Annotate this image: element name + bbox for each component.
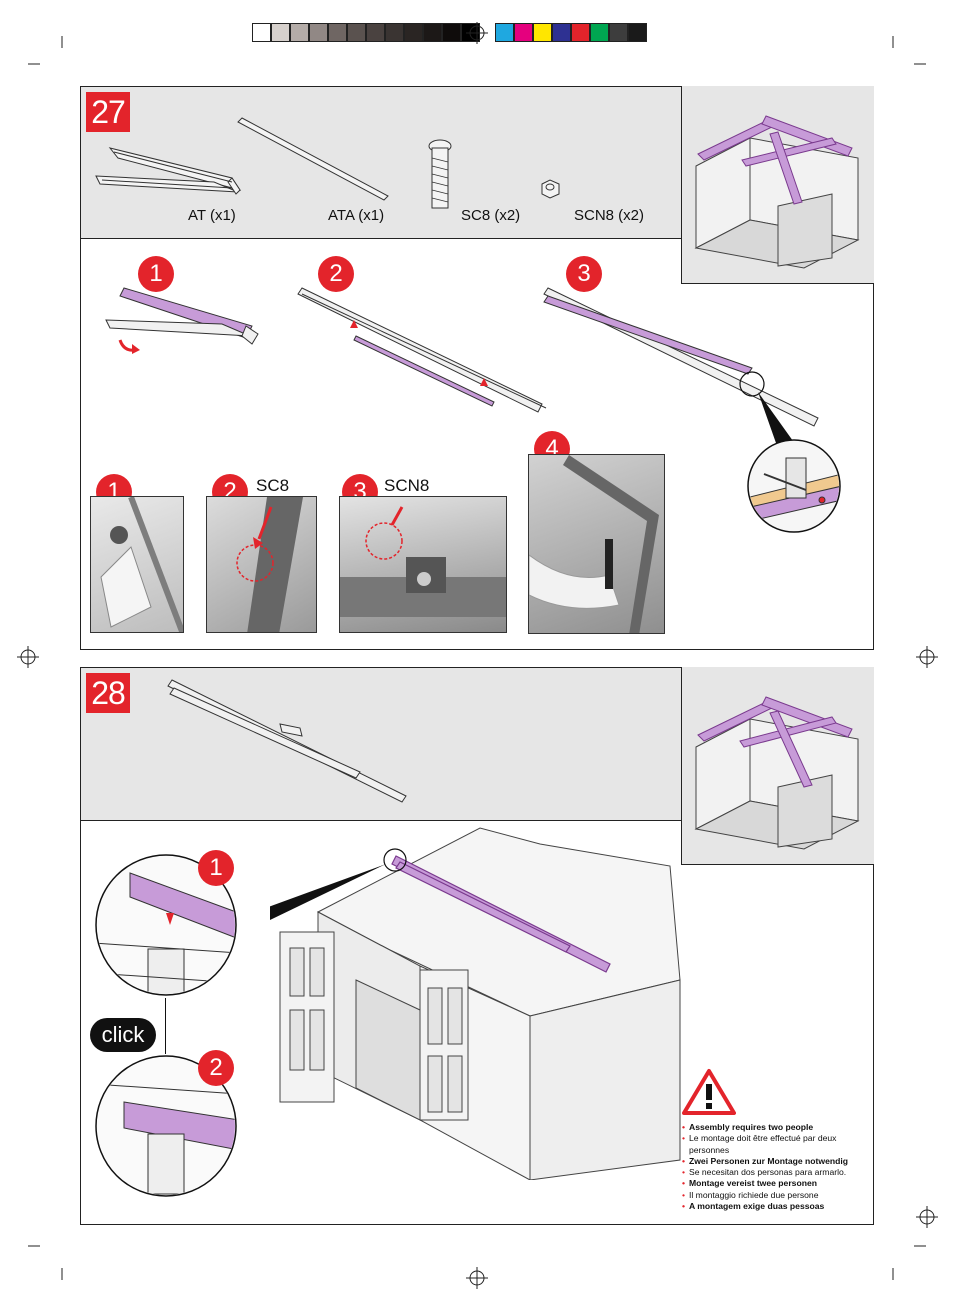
part-label: AT (x1)	[188, 207, 236, 224]
step-number: 27	[86, 92, 130, 132]
color-swatch	[385, 23, 404, 42]
up-arrow-icon	[480, 378, 488, 386]
color-swatch	[271, 23, 290, 42]
warning-item: Zwei Personen zur Montage notwendig	[682, 1156, 872, 1168]
up-arrow-icon	[350, 320, 358, 328]
color-swatch	[442, 23, 461, 42]
registration-mark-icon	[17, 22, 938, 1289]
shed-illustration	[270, 827, 681, 1180]
color-swatch	[571, 23, 590, 42]
photo-3	[339, 496, 507, 633]
zoom-detail	[747, 439, 841, 533]
color-swatch	[309, 23, 328, 42]
photo-caption: SC8	[256, 476, 290, 495]
warning-triangle-icon	[682, 1069, 736, 1115]
detail-step-number: 2	[198, 1050, 234, 1086]
parts-illustration	[95, 117, 560, 209]
photo-4	[528, 454, 665, 634]
color-swatch	[533, 23, 552, 42]
color-swatch	[628, 23, 647, 42]
photo-caption: SCN8	[384, 476, 430, 495]
part-label: SC8 (x2)	[461, 207, 521, 224]
substep-number: 1	[138, 256, 174, 292]
detail-circle-1	[95, 854, 237, 996]
substep-number: 2	[318, 256, 354, 292]
warning-item: Se necesitan dos personas para armarlo.	[682, 1167, 872, 1179]
warning-text-list: Assembly requires two people Le montage …	[682, 1122, 872, 1213]
screw-icon	[428, 139, 452, 209]
color-swatch	[328, 23, 347, 42]
photo-2	[206, 496, 317, 633]
warning-item: Assembly requires two people	[682, 1122, 872, 1134]
part-label: SCN8 (x2)	[574, 207, 645, 224]
truss-assembly-illustration	[105, 287, 819, 460]
overview-diagram	[681, 86, 874, 284]
color-swatch	[252, 23, 271, 42]
detail-circle-2	[95, 1055, 237, 1197]
color-swatch	[609, 23, 628, 42]
truss-part-illustration	[167, 679, 407, 803]
step-number: 28	[86, 673, 130, 713]
color-swatch	[347, 23, 366, 42]
step-27-panel	[80, 86, 874, 650]
click-callout: click	[90, 1018, 156, 1052]
color-swatch	[423, 23, 442, 42]
warning-item: Il montaggio richiede due persone	[682, 1190, 872, 1202]
overview-diagram	[681, 667, 874, 865]
color-swatch	[290, 23, 309, 42]
warning-item: A montagem exige duas pessoas	[682, 1201, 872, 1213]
parts-band	[81, 87, 682, 239]
down-arrow-icon	[166, 913, 174, 925]
color-swatch	[590, 23, 609, 42]
nut-icon	[541, 179, 560, 199]
detail-step-number: 1	[198, 850, 234, 886]
color-swatch	[404, 23, 423, 42]
color-swatch	[366, 23, 385, 42]
color-swatch	[514, 23, 533, 42]
color-swatch	[495, 23, 514, 42]
color-swatch	[552, 23, 571, 42]
substep-number: 3	[566, 256, 602, 292]
part-label: ATA (x1)	[328, 207, 385, 224]
connector-line	[165, 998, 166, 1054]
zoom-circle-icon	[739, 371, 765, 397]
warning-item: Le montage doit être effectué par deux p…	[682, 1133, 872, 1156]
warning-item: Montage vereist twee personen	[682, 1178, 872, 1190]
photo-1	[90, 496, 184, 633]
